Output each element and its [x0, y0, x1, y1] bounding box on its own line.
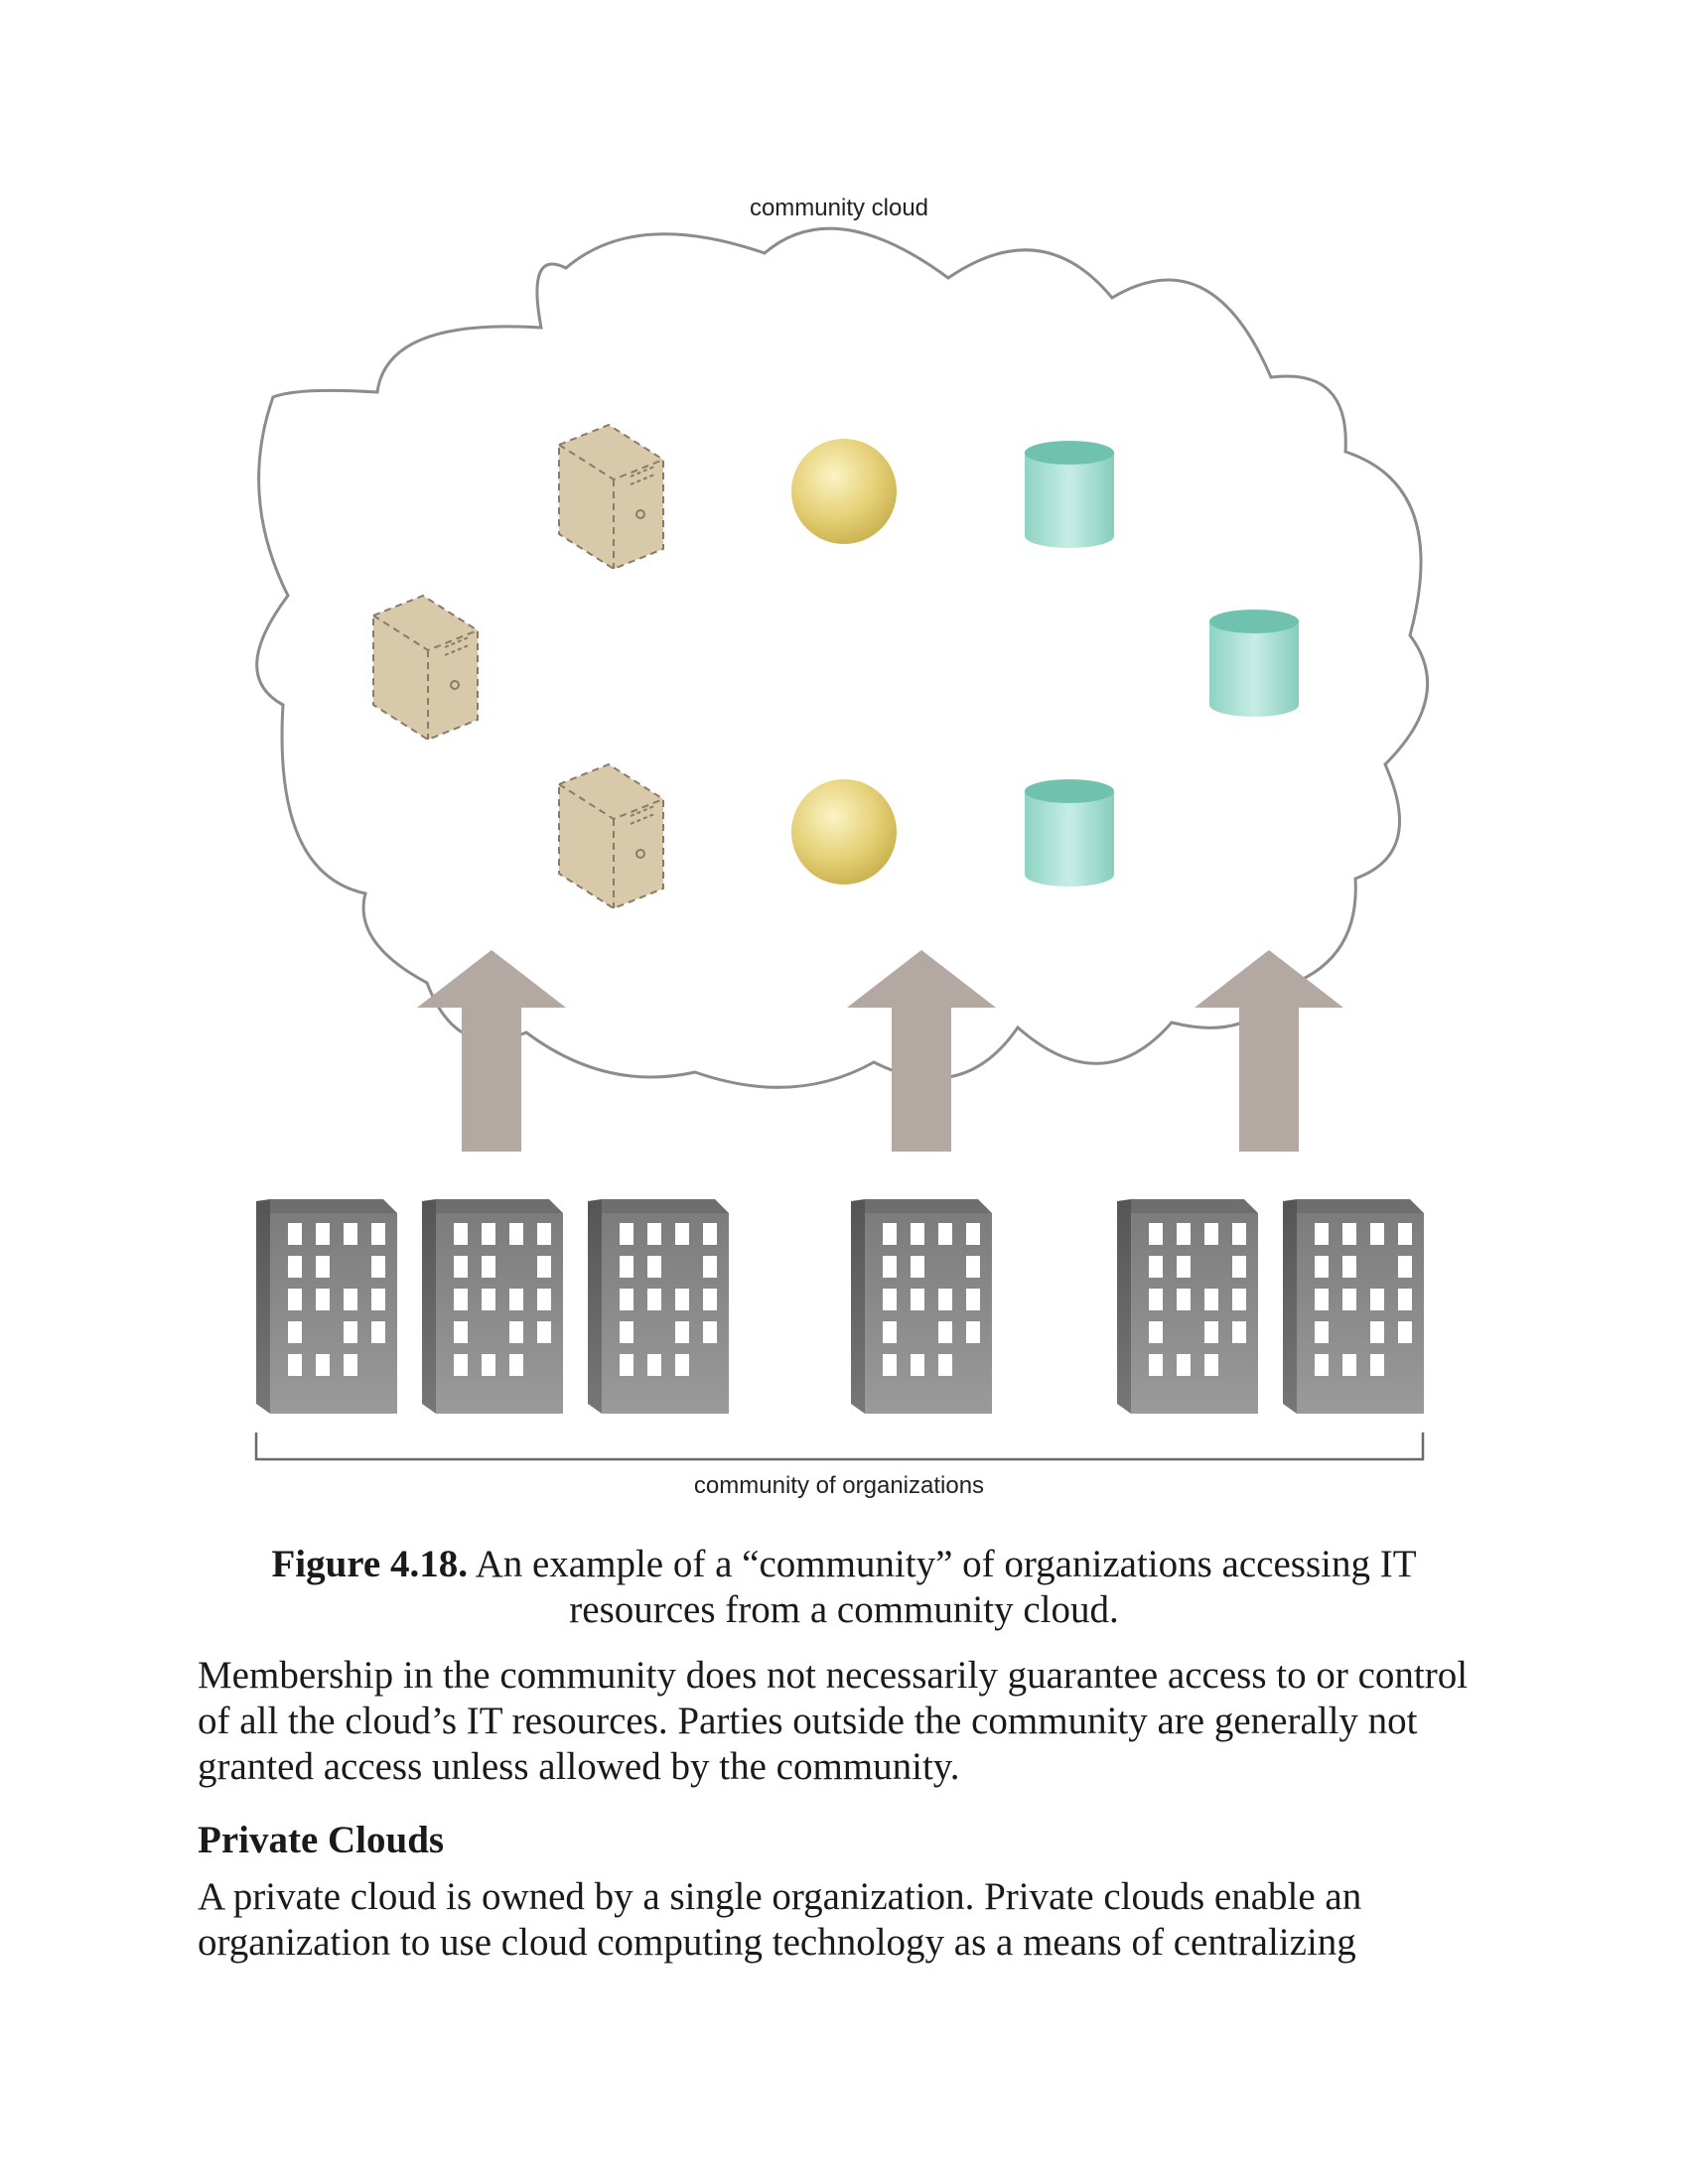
- server-icon: [372, 594, 479, 742]
- figure-caption: Figure 4.18. An example of a “community”…: [248, 1542, 1440, 1633]
- community-cloud-diagram: community cloud: [254, 195, 1430, 1499]
- service-sphere-icon: [791, 439, 897, 544]
- caption-line-1: An example of a “community” of organizat…: [475, 1543, 1417, 1585]
- up-arrow-icon: [1195, 950, 1343, 1152]
- caption-line-2: resources from a community cloud.: [569, 1588, 1119, 1631]
- service-sphere-icon: [791, 779, 897, 885]
- database-icon: [1025, 441, 1114, 548]
- building-icon: [422, 1199, 563, 1414]
- cloud-label: community cloud: [750, 195, 928, 221]
- section-heading: Private Clouds: [198, 1819, 445, 1861]
- building-icon: [256, 1199, 397, 1414]
- building-icon: [851, 1199, 992, 1414]
- server-icon: [558, 762, 664, 910]
- cloud-outline: [255, 226, 1430, 1089]
- organizations-bracket: [254, 1433, 1425, 1461]
- paragraph: A private cloud is owned by a single org…: [198, 1875, 1362, 1964]
- organizations-label: community of organizations: [694, 1472, 984, 1499]
- up-arrow-icon: [847, 950, 996, 1152]
- figure-number: Figure 4.18.: [271, 1543, 468, 1585]
- building-icon: [588, 1199, 729, 1414]
- building-icon: [1117, 1199, 1258, 1414]
- up-arrow-icon: [417, 950, 566, 1152]
- building-icon: [1283, 1199, 1424, 1414]
- database-icon: [1209, 610, 1299, 717]
- paragraph: Membership in the community does not nec…: [198, 1654, 1469, 1788]
- server-icon: [558, 423, 664, 571]
- database-icon: [1025, 779, 1114, 887]
